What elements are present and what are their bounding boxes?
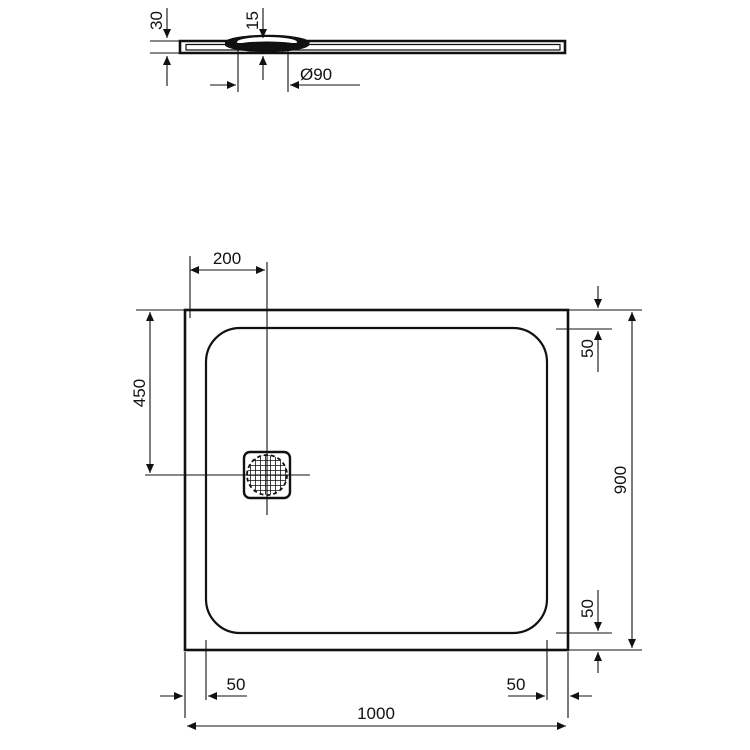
side-profile-view: 30 15 Ø90 — [147, 8, 567, 92]
dimension-drain-offset-left-200: 200 — [189, 249, 265, 318]
dim-label-drain-diameter: Ø90 — [300, 65, 332, 84]
drain-dimple-profile — [225, 34, 310, 53]
dim-label-200: 200 — [213, 249, 241, 268]
dimension-thickness-30: 30 — [147, 8, 196, 86]
plan-view: 200 450 50 50 — [130, 249, 642, 730]
dimension-dimple-depth-15: 15 — [243, 8, 267, 80]
dim-label-right50: 50 — [507, 675, 526, 694]
dimension-rim-top-50: 50 — [556, 286, 642, 372]
dimension-drain-diameter: Ø90 — [210, 46, 360, 92]
dim-label-900: 900 — [611, 466, 630, 494]
dim-label-1000: 1000 — [357, 704, 395, 723]
tray-inner-basin — [204, 326, 549, 635]
dim-label-left50: 50 — [227, 675, 246, 694]
dimension-drain-offset-top-450: 450 — [130, 309, 195, 473]
dimension-rim-bottom-50: 50 — [556, 590, 642, 673]
dim-label-thickness: 30 — [147, 11, 166, 30]
dimension-total-height-900: 900 — [611, 312, 636, 648]
dim-label-450: 450 — [130, 379, 149, 407]
dim-label-dimple-depth: 15 — [243, 11, 262, 30]
dimension-total-width-1000: 1000 — [187, 704, 566, 730]
dim-label-top50: 50 — [578, 339, 597, 358]
tray-slab-inner-line — [185, 43, 561, 51]
dimension-rim-left-50: 50 — [160, 640, 247, 718]
dimension-rim-right-50: 50 — [507, 640, 592, 718]
dim-label-bot50: 50 — [578, 599, 597, 618]
